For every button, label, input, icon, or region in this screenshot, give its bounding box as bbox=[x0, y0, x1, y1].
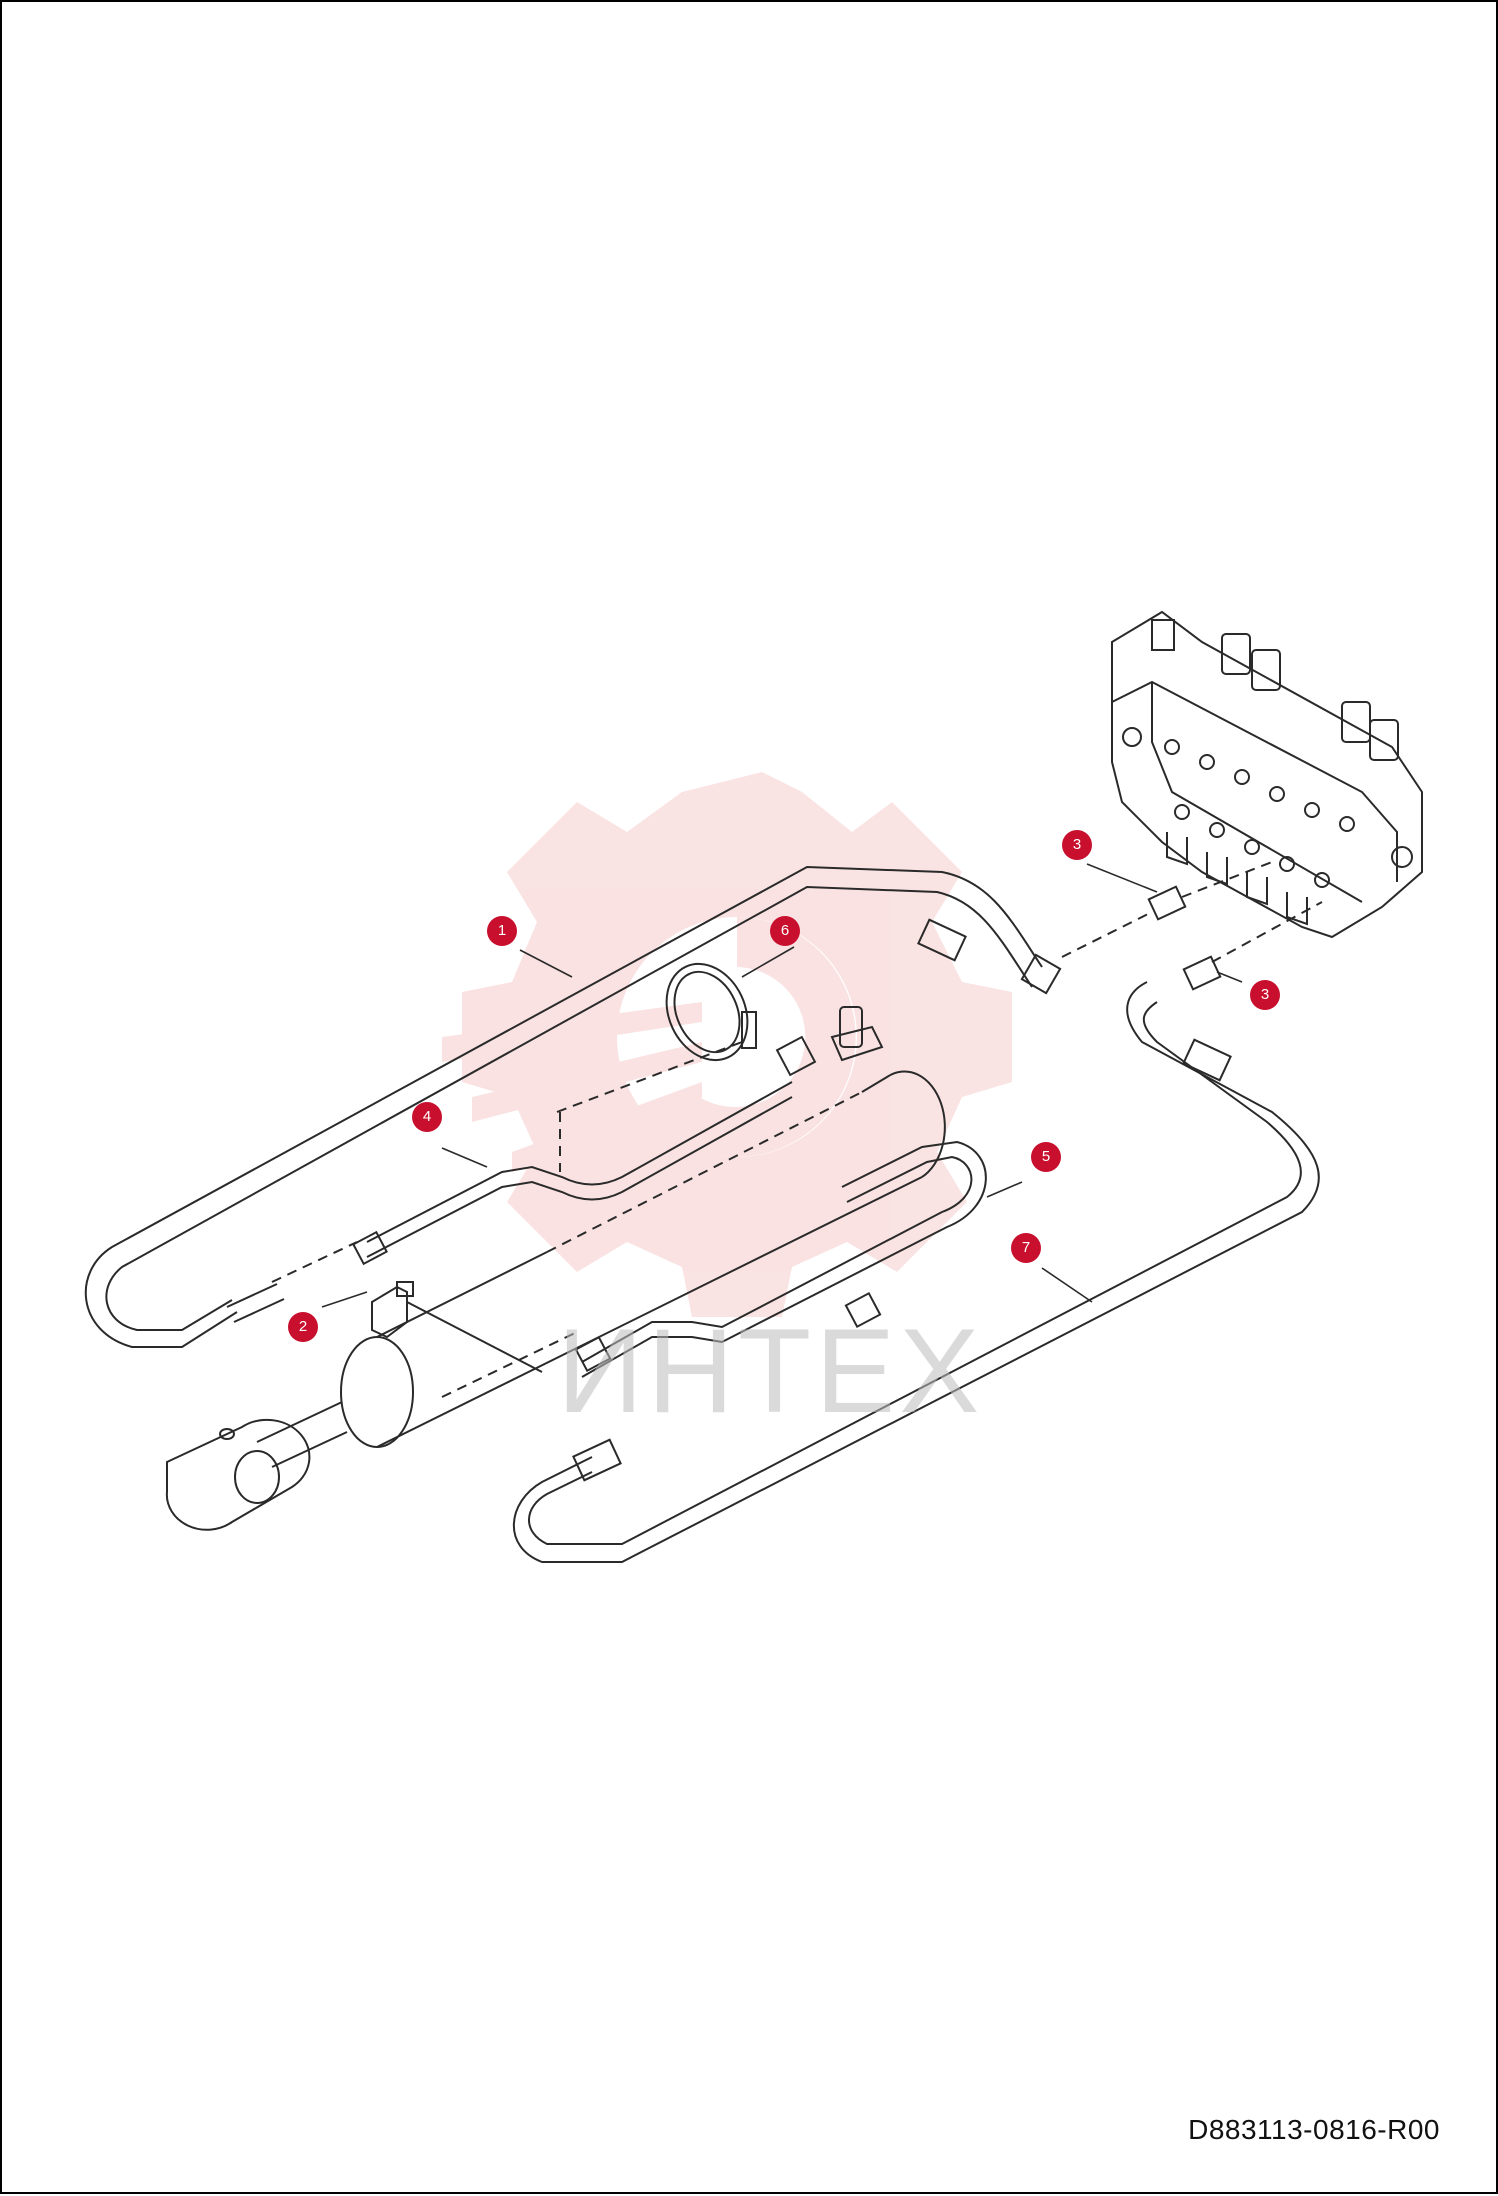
watermark-text: ИНТЕХ bbox=[557, 1304, 984, 1438]
callout-6: 6 bbox=[770, 916, 800, 946]
hose-1 bbox=[84, 865, 1062, 1348]
hose-7 bbox=[512, 981, 1320, 1563]
leader-lines bbox=[321, 863, 1243, 1308]
control-valve-block bbox=[1111, 610, 1423, 939]
callout-1: 1 bbox=[487, 916, 517, 946]
callout-2: 2 bbox=[288, 1312, 318, 1342]
fitting-3-lower bbox=[1182, 901, 1323, 991]
hose-5 bbox=[441, 1140, 987, 1398]
drawing-number: D883113-0816-R00 bbox=[1188, 2114, 1440, 2145]
clamp-6 bbox=[556, 962, 757, 1172]
callout-3-upper: 3 bbox=[1062, 830, 1092, 860]
hydraulic-cylinder bbox=[165, 1070, 946, 1531]
fitting-3-upper bbox=[1061, 861, 1273, 958]
callout-7: 7 bbox=[1011, 1233, 1041, 1263]
callout-3-lower: 3 bbox=[1250, 980, 1280, 1010]
hose-4 bbox=[271, 1006, 884, 1283]
callout-4: 4 bbox=[412, 1102, 442, 1132]
callout-5: 5 bbox=[1031, 1142, 1061, 1172]
watermark-gear-logo bbox=[442, 772, 1012, 1317]
